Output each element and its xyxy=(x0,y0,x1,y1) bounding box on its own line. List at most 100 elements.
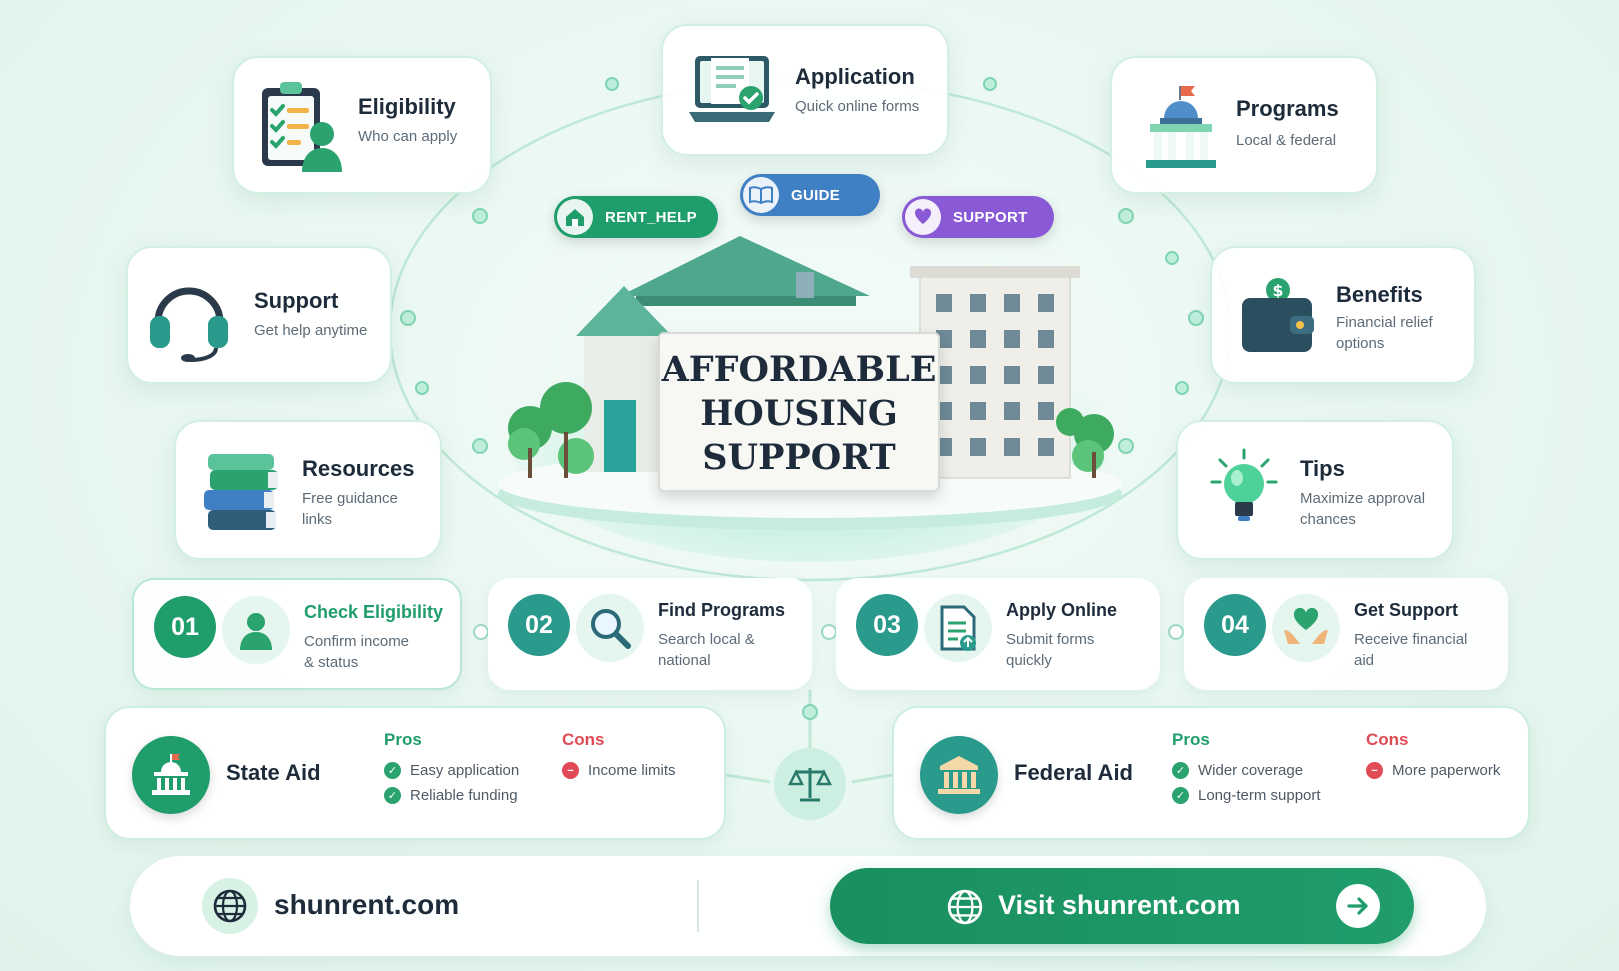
visit-site-button[interactable]: Visit shunrent.com xyxy=(830,868,1414,944)
programs-subtitle: Local & federal xyxy=(1236,132,1337,149)
step-check-eligibility[interactable]: 01 Check Eligibility Confirm income & st… xyxy=(132,578,462,690)
application-card[interactable]: Application Quick online forms xyxy=(661,24,949,156)
state-aid-title: State Aid xyxy=(226,760,321,785)
federal-aid-title: Federal Aid xyxy=(1014,760,1133,785)
support-tag[interactable]: SUPPORT xyxy=(902,196,1054,238)
site-name[interactable]: shunrent.com xyxy=(274,889,460,920)
step-number: 03 xyxy=(856,594,918,656)
pro-text: Long-term support xyxy=(1198,787,1321,804)
title-line: AFFORDABLE xyxy=(661,349,937,390)
tips-card[interactable]: Tips Maximize approval chances xyxy=(1176,420,1454,560)
support-title: Support xyxy=(254,288,339,313)
check-icon: ✓ xyxy=(384,787,401,804)
clipboard-checklist-icon xyxy=(262,82,342,172)
federal-aid-details-bg xyxy=(1142,708,1528,838)
pros-heading: Pros xyxy=(1172,730,1210,749)
arrow-right-icon xyxy=(1336,884,1380,928)
globe-icon xyxy=(202,878,258,934)
step-title: Apply Online xyxy=(1006,600,1118,620)
step-title: Get Support xyxy=(1354,600,1458,620)
lightbulb-icon xyxy=(1210,448,1278,521)
cons-heading: Cons xyxy=(1366,730,1409,749)
step-find-programs[interactable]: 02 Find Programs Search local & national xyxy=(488,578,812,690)
federal-aid-panel: Federal Aid Pros ✓ Wider coverage ✓ Long-t… xyxy=(892,706,1530,840)
step-description-line: national xyxy=(658,652,711,669)
resources-subtitle-line: Free guidance xyxy=(302,490,398,507)
step-description: Confirm income & status xyxy=(304,631,454,673)
minus-icon: − xyxy=(1366,762,1383,779)
federal-aid-pros: Pros ✓ Wider coverage ✓ Long-term support xyxy=(1172,730,1321,812)
document-upload-icon xyxy=(924,594,992,662)
heart-hand-icon xyxy=(905,199,941,235)
pro-text: Easy application xyxy=(410,762,520,779)
pros-heading: Pros xyxy=(384,730,422,749)
step-number: 01 xyxy=(154,596,216,658)
wallet-icon: $ xyxy=(1242,278,1314,352)
step-apply-online[interactable]: 03 Apply Online Submit forms quickly xyxy=(836,578,1160,690)
check-icon: ✓ xyxy=(1172,787,1189,804)
government-building-icon xyxy=(1146,86,1216,168)
magnifier-icon xyxy=(576,594,644,662)
support-subtitle: Get help anytime xyxy=(254,322,368,339)
benefits-card[interactable]: $ Benefits Financial relief options xyxy=(1210,246,1476,384)
support-tag-label: SUPPORT xyxy=(953,208,1028,226)
cons-heading: Cons xyxy=(562,730,605,749)
guide-tag[interactable]: GUIDE xyxy=(740,174,880,216)
globe-icon xyxy=(947,889,983,925)
step-title: Check Eligibility xyxy=(304,602,444,622)
con-item: −More paperwork xyxy=(1366,762,1500,779)
check-icon: ✓ xyxy=(384,762,401,779)
open-book-icon xyxy=(743,177,779,213)
benefits-subtitle-line: Financial relief xyxy=(1336,314,1433,331)
title-line: HOUSING xyxy=(700,393,898,434)
svg-text:$: $ xyxy=(1272,281,1283,300)
resources-subtitle-line: links xyxy=(302,511,333,528)
programs-title: Programs xyxy=(1236,96,1339,121)
eligibility-title: Eligibility xyxy=(358,94,456,119)
step-description-line: Confirm income xyxy=(304,633,410,650)
federal-building-icon xyxy=(920,736,998,814)
tips-subtitle: Maximize approval chances xyxy=(1300,488,1425,530)
programs-card[interactable]: Programs Local & federal xyxy=(1110,56,1378,194)
con-text: Income limits xyxy=(588,762,676,779)
step-number: 04 xyxy=(1204,594,1266,656)
tips-subtitle-line: chances xyxy=(1300,511,1356,528)
step-description-line: Receive financial xyxy=(1354,631,1468,648)
benefits-title: Benefits xyxy=(1336,282,1423,307)
step-number: 02 xyxy=(508,594,570,656)
eligibility-card[interactable]: Eligibility Who can apply xyxy=(232,56,492,194)
person-icon xyxy=(222,596,290,664)
visit-site-label: Visit shunrent.com xyxy=(998,890,1241,920)
step-title: Find Programs xyxy=(658,600,786,620)
resources-subtitle: Free guidance links xyxy=(302,488,398,530)
footer-divider xyxy=(697,880,699,932)
guide-label: GUIDE xyxy=(791,186,841,204)
benefits-subtitle-line: options xyxy=(1336,335,1385,352)
books-icon xyxy=(204,454,278,530)
rent-help-label: RENT_HELP xyxy=(605,208,697,226)
step-description-line: Search local & xyxy=(658,631,755,648)
step-description: Search local & national xyxy=(658,629,808,671)
laptop-form-icon xyxy=(689,56,775,122)
benefits-subtitle: Financial relief options xyxy=(1336,312,1433,354)
step-description-line: Submit forms xyxy=(1006,631,1095,648)
pro-text: Reliable funding xyxy=(410,787,518,804)
state-aid-panel: State Aid Pros ✓ Easy application ✓ Reliab… xyxy=(104,706,726,840)
con-text: More paperwork xyxy=(1392,762,1501,779)
title-line: SUPPORT xyxy=(702,437,896,478)
pro-text: Wider coverage xyxy=(1198,762,1304,779)
resources-card[interactable]: Resources Free guidance links xyxy=(174,420,442,560)
step-description-line: aid xyxy=(1354,652,1375,669)
support-card[interactable]: Support Get help anytime xyxy=(126,246,392,384)
headset-icon xyxy=(150,287,228,362)
state-aid-pros: Pros ✓ Easy application ✓ Reliable funding xyxy=(384,730,519,812)
eligibility-subtitle: Who can apply xyxy=(358,128,458,145)
step-get-support[interactable]: 04 Get Support Receive financial aid xyxy=(1184,578,1508,690)
house-icon xyxy=(557,199,593,235)
scale-icon xyxy=(774,748,846,820)
resources-title: Resources xyxy=(302,456,415,481)
pro-item: ✓ Long-term support xyxy=(1172,787,1321,804)
step-description: Submit forms quickly xyxy=(1006,629,1156,671)
pro-item: ✓ Reliable funding xyxy=(384,787,519,804)
rent-help-tag[interactable]: RENT_HELP xyxy=(554,196,718,238)
